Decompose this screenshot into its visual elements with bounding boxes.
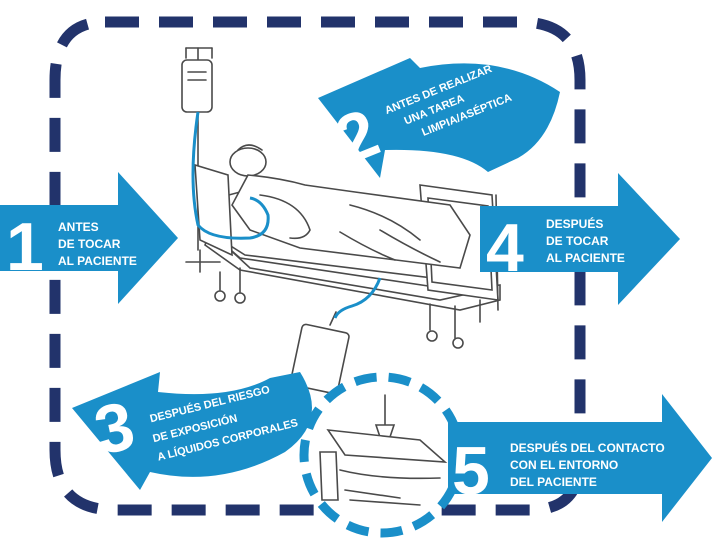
moment-4-line-3: AL PACIENTE xyxy=(546,251,625,265)
moment-5-number: 5 xyxy=(452,433,490,509)
moment-1-number: 1 xyxy=(6,209,44,285)
moment-4-number: 4 xyxy=(486,210,524,286)
moment-4-line-2: DE TOCAR xyxy=(546,234,609,248)
moment-5-line-1: DESPUÉS DEL CONTACTO xyxy=(510,440,665,455)
moment-2-arrow: 2 ANTES DE REALIZAR UNA TAREA LIMPIA/ASÉ… xyxy=(318,58,560,179)
moment-5-line-2: CON EL ENTORNO xyxy=(510,458,618,472)
moment-1-line-2: DE TOCAR xyxy=(58,237,121,251)
moment-4-line-1: DESPUÉS xyxy=(546,216,603,231)
moment-1-line-3: AL PACIENTE xyxy=(58,254,137,268)
moment-3-arrow: 3 DESPUÉS DEL RIESGO DE EXPOSICIÓN A LÍQ… xyxy=(72,372,312,490)
moment-1-line-1: ANTES xyxy=(58,220,99,234)
moment-1-arrow: 1 ANTES DE TOCAR AL PACIENTE xyxy=(0,172,178,304)
moment-5-line-3: DEL PACIENTE xyxy=(510,475,597,489)
iv-bag-icon xyxy=(182,60,212,112)
